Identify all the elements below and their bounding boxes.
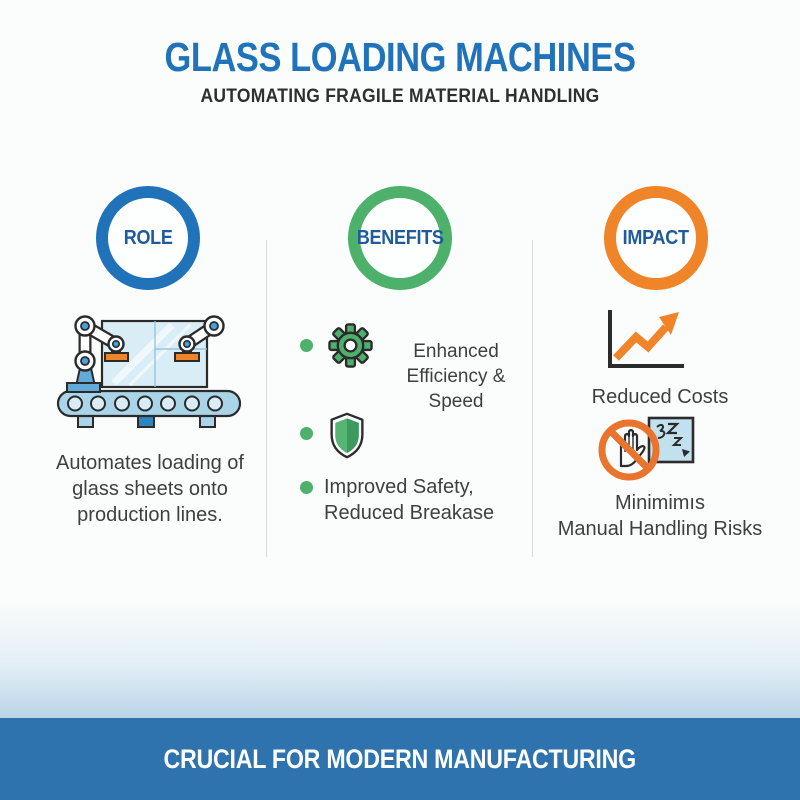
- impact-caption-line: Manual Handling Risks: [557, 518, 763, 540]
- benefit-text-line: Efficiency & Speed: [406, 366, 506, 412]
- footer-gradient: [0, 598, 800, 718]
- benefit-text-safety: Improved Safety, Reduced Breakase: [324, 474, 494, 526]
- role-description-line: glass sheets onto: [72, 478, 228, 500]
- benefit-item-safety-text: Improved Safety, Reduced Breakase: [300, 474, 530, 526]
- bullet-dot: [300, 339, 313, 352]
- no-manual-handling-icon: [597, 412, 697, 495]
- page-title: GLASS LOADING MACHINES: [164, 34, 636, 80]
- impact-badge: IMPACT: [604, 186, 708, 290]
- gear-icon: [327, 322, 374, 374]
- benefit-item-safety-icon: [300, 412, 530, 464]
- shield-icon: [327, 412, 367, 464]
- impact-caption-handling: Minimimıs Manual Handling Risks: [535, 490, 785, 542]
- benefit-text-line: Improved Safety,: [324, 476, 474, 498]
- benefit-text-line: Enhanced: [413, 341, 499, 362]
- glass-loading-machine-icon: [50, 303, 250, 438]
- page-subtitle: AUTOMATING FRAGILE MATERIAL HANDLING: [200, 86, 600, 107]
- role-description-line: production lines.: [77, 504, 223, 526]
- benefits-badge: BENEFITS: [348, 186, 452, 290]
- benefits-badge-label: BENEFITS: [356, 226, 444, 249]
- footer-banner: CRUCIAL FOR MODERN MANUFACTURING: [0, 718, 800, 800]
- column-divider: [266, 240, 267, 557]
- bullet-dot: [300, 427, 313, 440]
- impact-caption-line: Minimimıs: [615, 492, 705, 514]
- column-divider: [532, 240, 533, 557]
- role-description: Automates loading of glass sheets onto p…: [28, 450, 272, 528]
- role-badge: ROLE: [96, 186, 200, 290]
- benefit-text-efficiency: Enhanced Efficiency & Speed: [382, 339, 530, 414]
- growth-chart-icon: [600, 306, 690, 381]
- impact-caption-costs: Reduced Costs: [591, 386, 729, 408]
- role-badge-label: ROLE: [123, 226, 173, 249]
- footer-banner-text: CRUCIAL FOR MODERN MANUFACTURING: [163, 743, 637, 774]
- impact-badge-label: IMPACT: [622, 226, 690, 249]
- benefit-text-line: Reduced Breakase: [324, 502, 495, 524]
- bullet-dot: [300, 481, 313, 494]
- benefit-item-efficiency: Enhanced Efficiency & Speed: [300, 322, 530, 414]
- role-description-line: Automates loading of: [56, 452, 244, 474]
